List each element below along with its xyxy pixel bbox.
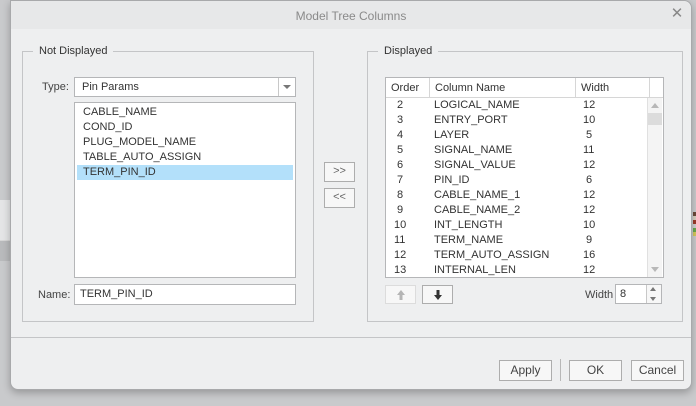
- cell-width: 12: [583, 264, 596, 276]
- cell-name: ENTRY_PORT: [434, 114, 508, 126]
- arrow-up-icon: [397, 290, 405, 300]
- column-header-name[interactable]: Column Name: [430, 78, 576, 97]
- table-header: Order Column Name Width: [386, 78, 663, 98]
- not-displayed-group: Not Displayed: [22, 45, 314, 322]
- list-item[interactable]: PLUG_MODEL_NAME: [83, 136, 197, 148]
- width-label: Width: [585, 289, 614, 301]
- table-row[interactable]: 12 TERM_AUTO_ASSIGN 16: [386, 248, 650, 263]
- list-item[interactable]: COND_ID: [83, 121, 133, 133]
- background-app-fragment: [693, 212, 696, 236]
- scroll-thumb[interactable]: [648, 113, 662, 125]
- type-select[interactable]: Pin Params: [74, 77, 296, 97]
- cell-name: CABLE_NAME_1: [434, 189, 521, 201]
- move-up-button[interactable]: [385, 285, 416, 304]
- cell-width: 10: [583, 114, 596, 126]
- cell-width: 5: [586, 129, 593, 141]
- cell-order: 3: [397, 114, 404, 126]
- name-field[interactable]: TERM_PIN_ID: [74, 284, 296, 305]
- cell-order: 12: [394, 249, 407, 261]
- cell-width: 11: [583, 144, 595, 156]
- cell-width: 16: [583, 249, 596, 261]
- cell-name: TERM_AUTO_ASSIGN: [434, 249, 550, 261]
- apply-button[interactable]: Apply: [499, 360, 552, 381]
- cell-order: 11: [394, 234, 406, 246]
- width-stepper[interactable]: 8: [615, 284, 662, 304]
- cell-order: 2: [397, 99, 404, 111]
- table-scrollbar[interactable]: [647, 98, 662, 277]
- cell-width: 12: [583, 99, 596, 111]
- cell-order: 13: [394, 264, 407, 276]
- arrow-down-icon: [434, 290, 442, 300]
- remove-from-displayed-button[interactable]: <<: [324, 188, 355, 208]
- cell-width: 6: [586, 174, 593, 186]
- cell-name: INT_LENGTH: [434, 219, 503, 231]
- cell-name: CABLE_NAME_2: [434, 204, 521, 216]
- cell-name: SIGNAL_VALUE: [434, 159, 516, 171]
- table-row[interactable]: 10 INT_LENGTH 10: [386, 218, 650, 233]
- ok-button[interactable]: OK: [569, 360, 622, 381]
- table-row[interactable]: 9 CABLE_NAME_2 12: [386, 203, 650, 218]
- cell-name: INTERNAL_LEN: [434, 264, 516, 276]
- width-stepper-buttons[interactable]: [646, 285, 661, 303]
- not-displayed-label: Not Displayed: [33, 45, 114, 57]
- cell-width: 12: [583, 159, 596, 171]
- cell-order: 8: [397, 189, 404, 201]
- cell-width: 10: [583, 219, 596, 231]
- table-row[interactable]: 6 SIGNAL_VALUE 12: [386, 158, 650, 173]
- table-row[interactable]: 11 TERM_NAME 9: [386, 233, 650, 248]
- width-value: 8: [620, 288, 627, 300]
- cell-name: SIGNAL_NAME: [434, 144, 513, 156]
- cell-name: PIN_ID: [434, 174, 470, 186]
- cell-order: 7: [397, 174, 404, 186]
- cell-name: LAYER: [434, 129, 470, 141]
- column-header-order[interactable]: Order: [386, 78, 430, 97]
- cell-name: TERM_NAME: [434, 234, 504, 246]
- cell-width: 12: [583, 189, 596, 201]
- cell-order: 4: [397, 129, 404, 141]
- cell-name: LOGICAL_NAME: [434, 99, 520, 111]
- cancel-button[interactable]: Cancel: [631, 360, 684, 381]
- displayed-group: Displayed: [367, 45, 683, 322]
- close-icon[interactable]: ✕: [670, 5, 684, 22]
- type-dropdown-button[interactable]: [278, 78, 295, 96]
- cell-width: 12: [583, 204, 596, 216]
- chevron-down-icon: [283, 85, 291, 89]
- cell-order: 6: [397, 159, 404, 171]
- list-item[interactable]: CABLE_NAME: [83, 106, 157, 118]
- not-displayed-list[interactable]: CABLE_NAME COND_ID PLUG_MODEL_NAME TABLE…: [74, 102, 296, 278]
- decrement-icon[interactable]: [650, 297, 656, 301]
- table-row[interactable]: 3 ENTRY_PORT 10: [386, 113, 650, 128]
- add-to-displayed-button[interactable]: >>: [324, 162, 355, 182]
- cell-order: 5: [397, 144, 404, 156]
- displayed-columns-table[interactable]: Order Column Name Width 2 LOGICAL_NAME 12 …: [385, 77, 664, 278]
- move-down-button[interactable]: [422, 285, 453, 304]
- cell-order: 9: [397, 204, 404, 216]
- table-row[interactable]: 4 LAYER 5: [386, 128, 650, 143]
- table-row[interactable]: 7 PIN_ID 6: [386, 173, 650, 188]
- scroll-down-icon[interactable]: [651, 267, 659, 272]
- title-bar[interactable]: Model Tree Columns ✕: [11, 1, 691, 29]
- increment-icon[interactable]: [650, 287, 656, 291]
- table-row[interactable]: 2 LOGICAL_NAME 12: [386, 98, 650, 113]
- dialog-title: Model Tree Columns: [295, 9, 407, 23]
- background-window-strip: [0, 240, 12, 261]
- list-item[interactable]: TABLE_AUTO_ASSIGN: [83, 151, 202, 163]
- type-select-value: Pin Params: [82, 81, 139, 93]
- cell-width: 9: [586, 234, 593, 246]
- table-row[interactable]: 5 SIGNAL_NAME 11: [386, 143, 650, 158]
- background-window: [0, 200, 12, 240]
- cell-order: 10: [394, 219, 407, 231]
- list-item-selected[interactable]: TERM_PIN_ID: [77, 165, 293, 180]
- name-label: Name:: [38, 289, 71, 301]
- column-header-width[interactable]: Width: [576, 78, 650, 97]
- button-separator: [560, 359, 561, 381]
- table-row[interactable]: 13 INTERNAL_LEN 12: [386, 263, 650, 277]
- footer-divider: [11, 337, 691, 338]
- table-row[interactable]: 8 CABLE_NAME_1 12: [386, 188, 650, 203]
- scroll-up-icon[interactable]: [651, 103, 659, 108]
- displayed-label: Displayed: [378, 45, 439, 57]
- model-tree-columns-dialog: Model Tree Columns ✕ Not Displayed Type:…: [10, 0, 692, 390]
- type-label: Type:: [42, 81, 69, 93]
